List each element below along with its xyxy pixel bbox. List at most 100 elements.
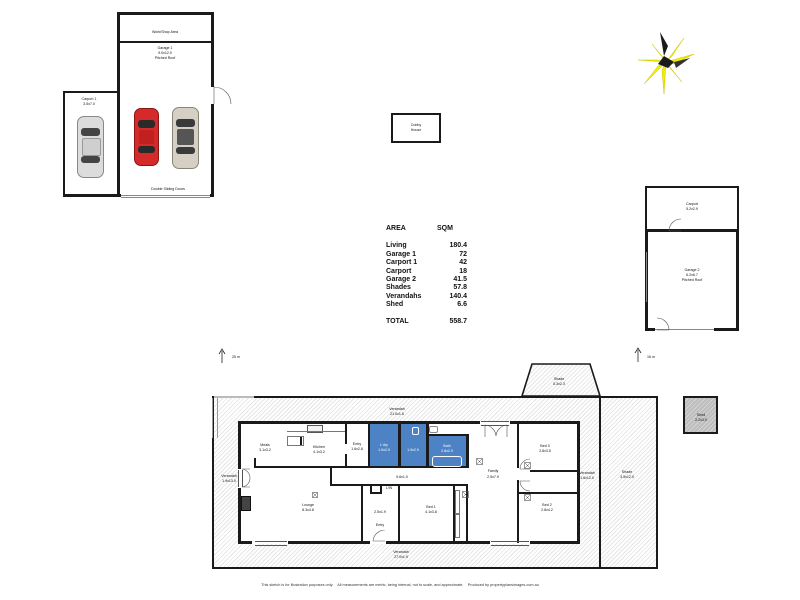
area-row-name: Carport 1 (386, 259, 418, 267)
shade-right-dims: 3.5x12.0 (620, 474, 634, 479)
door-panel (455, 490, 460, 514)
car-icon (77, 116, 104, 178)
area-row-value: 72 (459, 250, 467, 258)
garage-1-dims: 9.0x12.0 (158, 50, 172, 55)
verandah-bottom-dims: 27.0x1.9 (394, 554, 408, 559)
door-swing (484, 424, 508, 437)
bed1-name: Bed 1 (426, 504, 436, 509)
verandah-right-name: Verandah (579, 470, 595, 475)
family-name: Family (487, 468, 499, 473)
toilet-icon (412, 427, 419, 435)
robe-icon (312, 492, 318, 498)
garage-2-dims: 6.2x6.7 (686, 272, 698, 277)
robe-icon (524, 494, 531, 501)
bed3-dims: 2.8x3.5 (539, 448, 551, 453)
hall-dims: 9.6x1.0 (396, 474, 408, 479)
door-swing (372, 530, 386, 542)
door-panel (455, 514, 460, 538)
bed3-name: Bed 3 (540, 443, 550, 448)
laundry-dims: 1.9x2.9 (378, 447, 390, 452)
verandah-right-dims: 1.6x12.0 (580, 475, 594, 480)
shed-dims: 2.2x3.0 (695, 417, 707, 422)
entry-top-dims: 1.6x2.8 (351, 446, 363, 451)
entry-name: Entry (375, 522, 385, 527)
bath-dims: 2.8x2.9 (441, 448, 453, 453)
double-sliding-doors-label: Double Sliding Doors (151, 186, 185, 191)
area-row-name: Garage 1 (386, 250, 416, 258)
garage-2-title: Garage 2 (684, 267, 700, 272)
area-row-value: 57.8 (453, 284, 467, 292)
garage-2-door-swing (668, 218, 682, 232)
bed1-dims: 4.1x3.8 (425, 509, 437, 514)
robe-icon (476, 458, 483, 465)
carport-1-title: Carport 1 (81, 96, 97, 101)
verandah-left-dims: 1.9x13.0 (222, 478, 236, 483)
lounge-name: Lounge (302, 502, 314, 507)
kitchen-dims: 4.1x3.2 (313, 449, 325, 454)
garage-2-note: Pitched Roof (681, 277, 703, 282)
verandah-top-dims: 21.0x1.6 (390, 411, 404, 416)
total-name: TOTAL (386, 317, 409, 325)
area-row-value: 41.5 (453, 276, 467, 284)
cubby-line-1: Cubby (410, 122, 422, 127)
kitchen-bench (287, 424, 345, 432)
area-row-value: 140.4 (449, 292, 467, 300)
family-dims: 2.5x7.9 (487, 474, 499, 479)
disclaimer: This sketch is for illustration purposes… (261, 583, 539, 587)
bed2-dims: 2.8x4.2 (541, 507, 553, 512)
bench-island (287, 436, 304, 446)
total-value: 558.7 (449, 317, 467, 325)
area-row-value: 180.4 (449, 242, 467, 250)
shed-title: Shed (696, 412, 706, 417)
robe-icon (462, 491, 469, 498)
carport-1-dims: 3.5x7.0 (83, 101, 95, 106)
shade-right-name: Shade (621, 469, 633, 474)
area-row-name: Shed (386, 301, 404, 309)
linen-name: L'IN (385, 485, 393, 490)
cubby-line-2: House (410, 127, 422, 132)
area-row-name: Carport (386, 267, 412, 275)
verandah-bottom-name: Verandah (393, 549, 409, 554)
wc-dims: 1.9x2.9 (407, 447, 419, 452)
verandah-top-name: Verandah (389, 406, 405, 411)
robe-icon (524, 462, 531, 469)
shade-top-dims: 5.3x2.3 (553, 381, 565, 386)
compass-icon (638, 32, 695, 95)
garage-1-title: Garage 1 (157, 45, 173, 50)
door-swing (241, 468, 251, 488)
garage-1-note: Pitched Roof (154, 55, 176, 60)
sqm-header: SQM (437, 225, 453, 232)
distance-left: 25 m (232, 354, 240, 359)
carport-dims: 5.2x2.9 (686, 206, 698, 211)
entry-dims: 2.5x1.9 (374, 509, 386, 514)
bed2-name: Bed 2 (542, 502, 552, 507)
distance-right: 16 m (647, 354, 655, 359)
area-row-name: Garage 2 (386, 276, 416, 284)
area-row-value: 18 (459, 267, 467, 275)
bath-tub-icon (432, 456, 462, 467)
verandah-left-name: Verandah (221, 473, 237, 478)
lounge-dims: 8.3x4.8 (302, 507, 314, 512)
meals-dims: 3.1x3.2 (259, 447, 271, 452)
car-icon (134, 108, 159, 166)
bath-name: Bath (443, 443, 451, 448)
north-arrow-icon (634, 347, 642, 362)
shade-top (520, 363, 602, 397)
north-arrow-icon (218, 348, 226, 363)
door-swing (519, 480, 531, 492)
laundry-name: L'dry (380, 442, 388, 447)
meals-name: Meals (260, 442, 270, 447)
area-row-value: 6.6 (457, 301, 467, 309)
area-row-name: Verandahs (386, 292, 422, 300)
kitchen-name: Kitchen (313, 444, 325, 449)
shade-top-name: Shade (553, 376, 565, 381)
car-icon (172, 107, 199, 169)
door-swing (519, 458, 531, 470)
area-row-value: 42 (459, 259, 467, 267)
garage-1-door-swing (213, 86, 232, 105)
entry-top-name: Entry (352, 441, 362, 446)
area-row-name: Living (386, 242, 407, 250)
work-shop-area-label: Work/Shop Area (151, 29, 179, 34)
garage-2-door-swing (656, 317, 670, 331)
area-header: AREA (386, 225, 406, 232)
